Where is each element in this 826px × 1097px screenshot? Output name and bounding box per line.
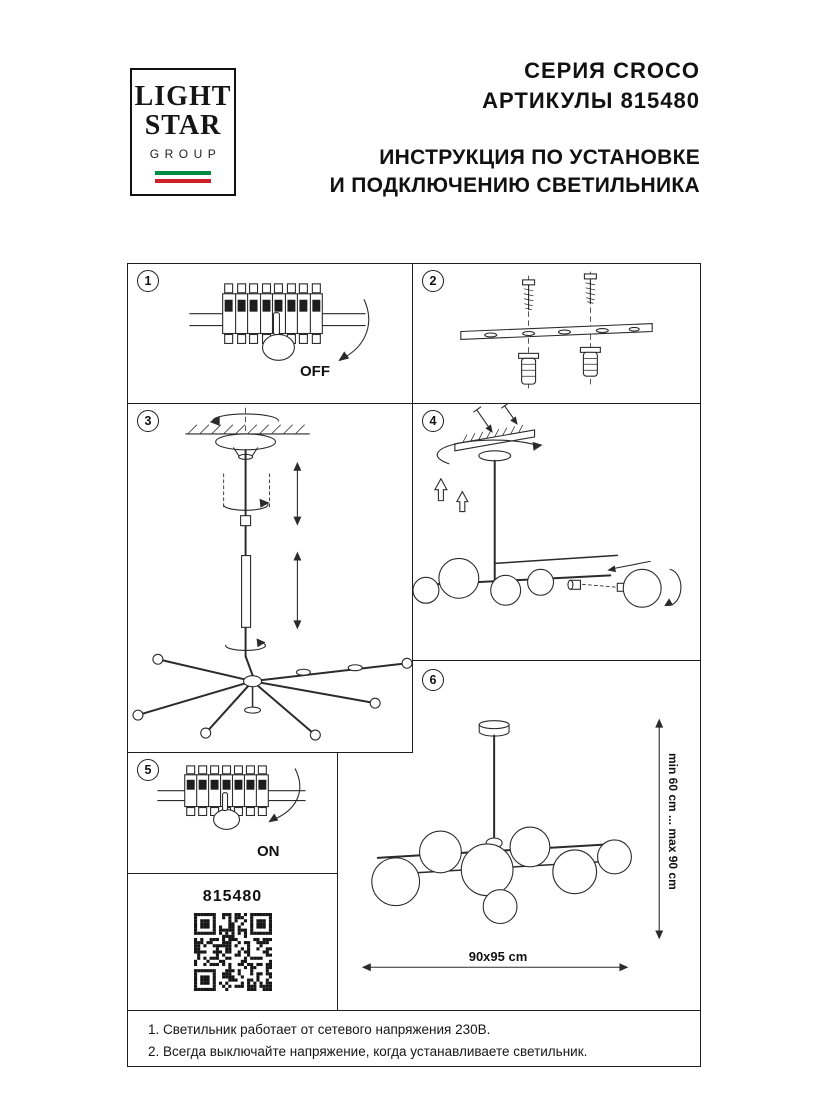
circuit-breaker-off-illustration [189, 283, 370, 362]
breaker-strip [222, 283, 323, 344]
screw-icon [473, 404, 518, 433]
ceiling-hatching [185, 424, 310, 435]
screw-icon [583, 273, 597, 305]
instruction-title-line1: ИНСТРУКЦИЯ ПО УСТАНОВКЕ [379, 146, 700, 169]
flag-green-stripe [155, 171, 211, 176]
panel-step-3 [127, 403, 413, 753]
pointing-hand-icon [261, 312, 295, 361]
screw-icon [522, 279, 536, 311]
logo-word-group: GROUP [149, 147, 222, 162]
detached-globe [616, 568, 662, 608]
step-number-4: 4 [422, 410, 444, 432]
rotation-arrow-icon [664, 568, 682, 607]
socket [567, 579, 581, 590]
note-line-1: 1. Светильник работает от сетевого напря… [148, 1022, 491, 1037]
panel-step-1: OFF [127, 263, 413, 404]
rotation-arrow-icon [223, 498, 270, 652]
wall-anchor-icon [579, 346, 601, 377]
on-label: ON [257, 843, 280, 860]
dimension-arrow-horizontal [361, 963, 629, 972]
logo-word-star: STAR [144, 110, 222, 142]
chandelier-final-illustration [361, 718, 664, 972]
step-number-1: 1 [137, 270, 159, 292]
ceiling-plate-hatching [454, 424, 536, 452]
ceiling-canopy [478, 720, 510, 737]
wall-anchor-icon [518, 352, 540, 385]
flag-white-stripe [155, 175, 211, 180]
dimension-arrow-vertical [655, 718, 664, 940]
ceiling-canopy [478, 450, 512, 462]
logo-word-light: LIGHT [134, 81, 232, 112]
mounting-bar [460, 323, 653, 341]
instruction-title-line2: И ПОДКЛЮЧЕНИЮ СВЕТИЛЬНИКА [329, 174, 700, 198]
glass-globes [413, 557, 555, 606]
rotation-arrow-icon [209, 413, 280, 426]
articles-title: АРТИКУЛЫ 815480 [482, 88, 700, 113]
instruction-title: ИНСТРУКЦИЯ ПО УСТАНОВКЕ И ПОДКЛЮЧЕНИЮ СВ… [300, 144, 700, 200]
globe-installation-illustration [413, 404, 682, 608]
mounting-bracket-illustration [460, 271, 653, 390]
panel-step-4 [412, 403, 701, 661]
note-line-2: 2. Всегда выключайте напряжение, когда у… [148, 1043, 588, 1059]
rod-assembly-illustration [132, 407, 412, 741]
step-number-3: 3 [137, 410, 159, 432]
panel-step-2 [412, 263, 701, 404]
step-number-6: 6 [422, 669, 444, 691]
rotation-arrow-icon [436, 439, 543, 465]
height-adjust-arrow [293, 461, 302, 630]
off-label: OFF [300, 363, 330, 380]
step-number-5: 5 [137, 759, 159, 781]
pointing-hand-icon [213, 792, 241, 830]
glass-globes [371, 826, 632, 925]
notes-box: 1. Светильник работает от сетевого напря… [127, 1010, 701, 1067]
vertical-dimension-label: min 60 cm ... max 90 cm [666, 753, 680, 890]
horizontal-dimension-label: 90x95 cm [468, 949, 528, 964]
curved-arrow-icon [268, 768, 301, 823]
chandelier-frame [132, 653, 412, 741]
insert-guide [581, 583, 619, 588]
document-title-block: СЕРИЯ CROCO АРТИКУЛЫ 815480 ИНСТРУКЦИЯ П… [300, 58, 700, 200]
flag-red-stripe [155, 179, 211, 184]
suspension-rod [223, 448, 270, 658]
circuit-breaker-on-illustration [157, 765, 306, 830]
up-arrow-icon [434, 477, 469, 513]
step-number-2: 2 [422, 270, 444, 292]
insert-arrow-icon [607, 560, 651, 573]
panel-step-5: ON [127, 752, 338, 874]
qr-code [193, 913, 272, 991]
article-qr-box: 815480 [127, 873, 338, 1011]
curved-arrow-icon [338, 299, 370, 362]
article-number: 815480 [202, 888, 263, 905]
lightstar-logo: LIGHT STAR GROUP [130, 68, 236, 196]
italian-flag-stripes [155, 171, 211, 184]
series-title: СЕРИЯ CROCO [524, 58, 700, 83]
